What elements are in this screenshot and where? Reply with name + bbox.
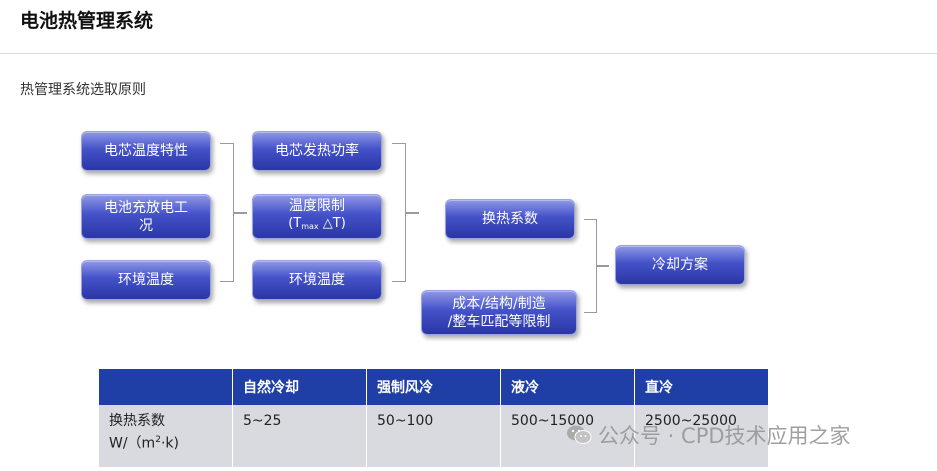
table-header-cell: 直冷 <box>634 369 768 405</box>
table-cell: 500~15000 <box>500 405 635 467</box>
table-cell: 5~25 <box>232 405 367 467</box>
bracket-2 <box>392 143 406 282</box>
node-label: 温度限制 <box>289 198 345 214</box>
table-header-cell: 自然冷却 <box>232 369 367 405</box>
table-row-label: 换热系数 W/（m2·k) <box>99 405 233 467</box>
node-cost-constraints: 成本/结构/制造 /整车匹配等限制 <box>421 290 577 335</box>
node-label: 电池充放电工 况 <box>104 199 188 234</box>
bracket-3-tip <box>597 265 609 267</box>
table-header-cell <box>99 369 233 405</box>
node-ambient-temp-2: 环境温度 <box>252 260 382 300</box>
table-cell: 50~100 <box>366 405 501 467</box>
cooling-comparison-table: 自然冷却 强制风冷 液冷 直冷 换热系数 W/（m2·k) 5~25 50~10… <box>99 369 768 467</box>
node-label-line2: /整车匹配等限制 <box>447 313 551 330</box>
table-header-row: 自然冷却 强制风冷 液冷 直冷 <box>99 369 768 405</box>
bracket-3 <box>584 219 597 313</box>
node-label-line1: 成本/结构/制造 <box>452 295 546 312</box>
table-row: 换热系数 W/（m2·k) 5~25 50~100 500~15000 2500… <box>99 405 768 467</box>
node-ambient-temp-1: 环境温度 <box>81 260 211 300</box>
table-cell: 2500~25000 <box>634 405 768 467</box>
node-label: 电芯温度特性 <box>104 143 188 159</box>
wechat-icon <box>566 424 592 446</box>
table-header-cell: 液冷 <box>500 369 635 405</box>
node-cell-temp-characteristics: 电芯温度特性 <box>81 131 211 171</box>
node-cell-heat-power: 电芯发热功率 <box>252 131 382 171</box>
node-label-formula: (Tmax △T) <box>288 216 346 231</box>
bracket-2-tip <box>406 212 419 214</box>
bracket-1-tip <box>234 212 247 214</box>
watermark-text: 公众号 · CPD技术应用之家 <box>598 424 851 448</box>
node-charge-discharge-conditions: 电池充放电工 况 <box>81 194 211 239</box>
node-temp-limit: 温度限制 (Tmax △T) <box>252 194 382 239</box>
node-label: 换热系数 <box>482 211 538 227</box>
node-label: 环境温度 <box>118 272 174 288</box>
watermark: 公众号 · CPD技术应用之家 <box>566 420 851 450</box>
section-subtitle: 热管理系统选取原则 <box>20 82 146 98</box>
node-label: 冷却方案 <box>652 257 708 273</box>
node-label: 电芯发热功率 <box>275 143 359 159</box>
node-heat-transfer-coefficient: 换热系数 <box>445 199 575 239</box>
node-cooling-solution: 冷却方案 <box>615 245 745 285</box>
page-title: 电池热管理系统 <box>20 10 154 32</box>
table-header-cell: 强制风冷 <box>366 369 501 405</box>
node-label: 环境温度 <box>289 272 345 288</box>
header-divider <box>0 53 937 54</box>
bracket-1 <box>220 143 234 282</box>
